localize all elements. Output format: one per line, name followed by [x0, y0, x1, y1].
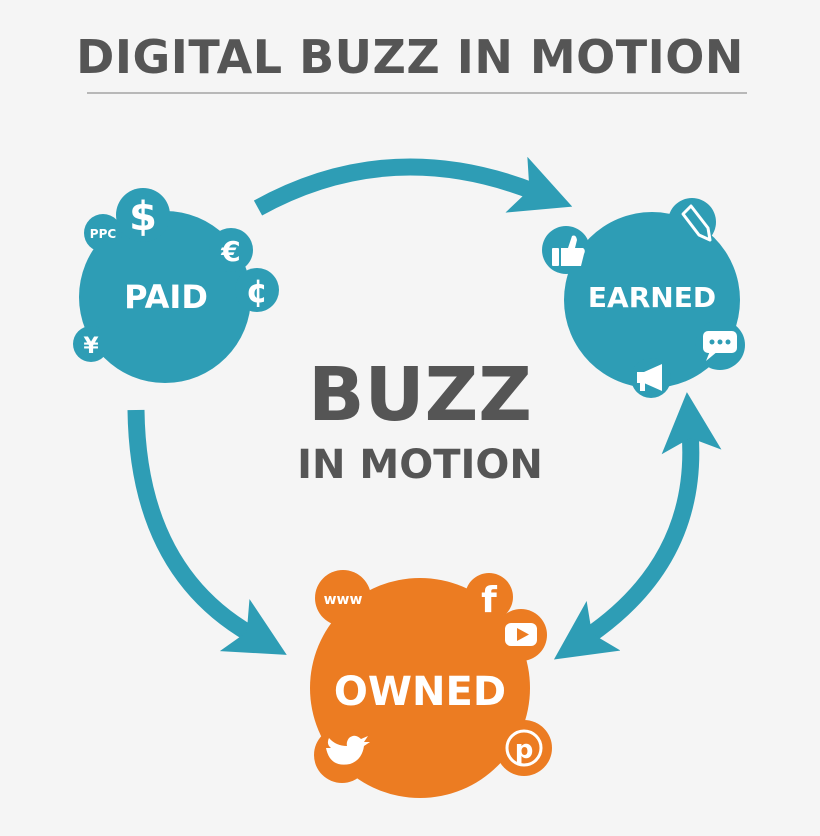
arrow-paid-to-owned — [127, 409, 287, 655]
paid-node: $ PPC € ¢ ¥ PAID — [73, 188, 279, 383]
thumbs-up-icon — [552, 235, 585, 266]
owned-label: OWNED — [334, 669, 506, 715]
pinterest-icon: p — [505, 729, 543, 767]
cent-icon: ¢ — [246, 272, 268, 310]
ppc-icon: PPC — [90, 227, 117, 241]
center-subtitle: IN MOTION — [297, 442, 543, 488]
yen-icon: ¥ — [83, 334, 99, 359]
arrow-paid-to-earned — [253, 156, 573, 216]
earned-node: EARNED — [542, 198, 745, 398]
speech-bubble-icon — [703, 331, 737, 361]
youtube-icon — [505, 623, 537, 646]
earned-label: EARNED — [588, 281, 716, 314]
www-icon: www — [324, 592, 363, 608]
center-title: BUZZ — [308, 352, 532, 438]
title-divider — [87, 92, 747, 94]
dollar-icon: $ — [129, 194, 157, 240]
facebook-icon: f — [481, 580, 497, 621]
owned-node: www f p OWNED — [310, 570, 552, 798]
pencil-icon — [681, 204, 712, 242]
megaphone-icon — [637, 364, 662, 391]
euro-icon: € — [220, 235, 240, 268]
twitter-icon — [326, 735, 370, 765]
diagram-title: DIGITAL BUZZ IN MOTION — [76, 30, 744, 84]
svg-text:p: p — [515, 735, 534, 765]
arrow-earned-owned-bidirectional — [553, 392, 722, 660]
paid-label: PAID — [124, 278, 208, 316]
